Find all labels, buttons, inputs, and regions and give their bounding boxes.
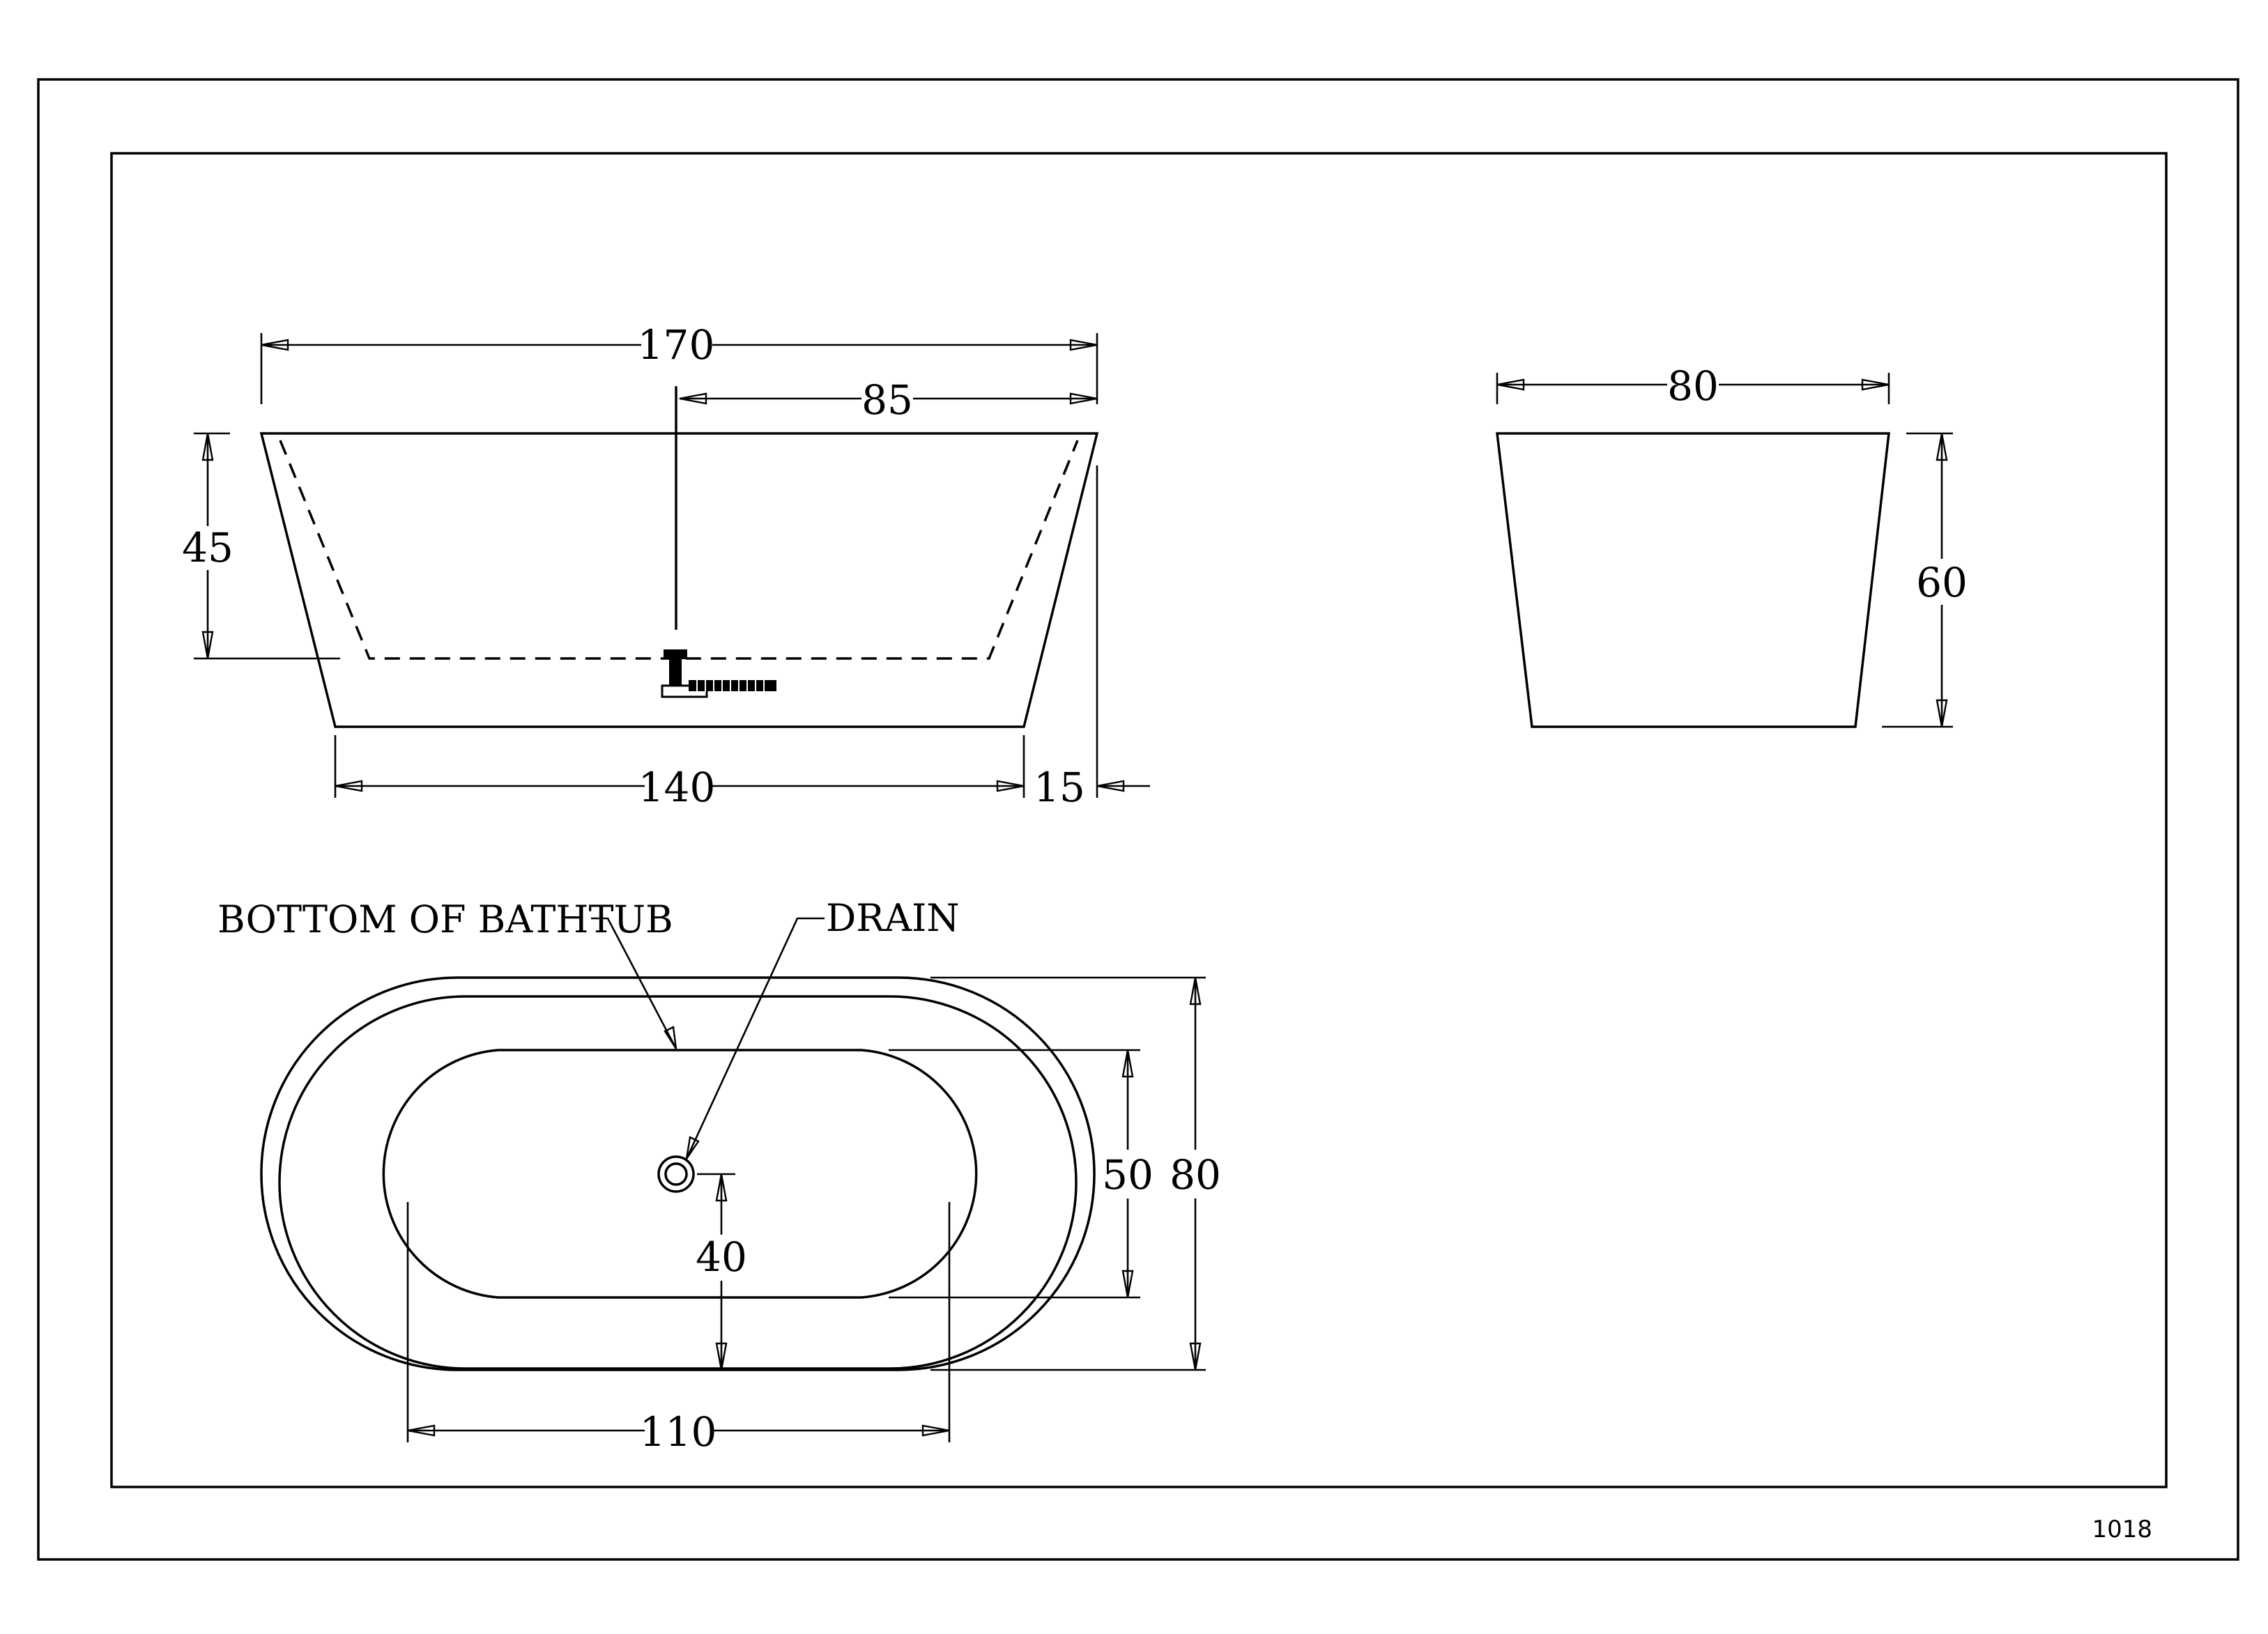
dim-inner-width: 50 bbox=[1102, 1151, 1154, 1198]
dim-outer-width: 80 bbox=[1170, 1151, 1221, 1198]
dim-offset: 15 bbox=[1034, 764, 1085, 811]
dim-bottom-length: 140 bbox=[638, 764, 716, 811]
label-bottom-of-bathtub: BOTTOM OF BATHTUB bbox=[217, 897, 673, 941]
dim-depth: 45 bbox=[182, 524, 233, 571]
top-view-inner-rim bbox=[278, 995, 1078, 1370]
drain-outer-circle bbox=[657, 1155, 695, 1193]
end-view-outline bbox=[1496, 432, 1890, 728]
dim-half-length: 85 bbox=[861, 376, 913, 424]
top-view-outer-rim bbox=[260, 976, 1096, 1371]
top-view: BOTTOM OF BATHTUB DRAIN 50 80 40 110 bbox=[217, 896, 1221, 1456]
side-view: 170 85 45 140 15 bbox=[182, 321, 1150, 811]
side-view-inner-dashed bbox=[279, 440, 1079, 660]
dim-drain-offset: 40 bbox=[696, 1233, 747, 1281]
top-view-bottom-outline bbox=[382, 1049, 978, 1299]
drawing-code: 1018 bbox=[2092, 1516, 2152, 1543]
dim-end-height: 60 bbox=[1916, 559, 1968, 606]
label-drain: DRAIN bbox=[826, 896, 960, 940]
dim-inner-length: 110 bbox=[640, 1408, 717, 1456]
inner-frame bbox=[110, 152, 2168, 1488]
dim-end-width: 80 bbox=[1667, 362, 1719, 410]
drain-inner-circle bbox=[664, 1162, 688, 1186]
dim-overall-length: 170 bbox=[638, 321, 715, 369]
side-view-outline bbox=[259, 432, 1099, 728]
end-view: 80 60 bbox=[1496, 362, 1968, 728]
drain-fitting bbox=[661, 649, 776, 698]
outer-frame bbox=[37, 78, 2239, 1561]
